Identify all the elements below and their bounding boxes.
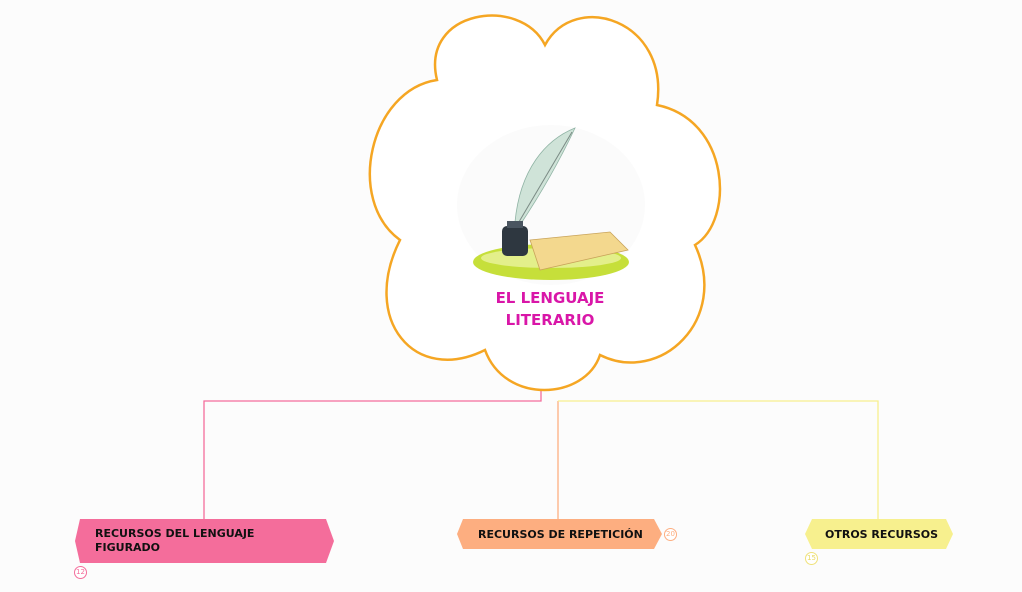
node-label: RECURSOS DE REPETICIÓN [478,527,643,541]
count-badge[interactable]: 12 [74,566,87,579]
title-line-2: LITERARIO [505,311,595,329]
node-label: OTROS RECURSOS [825,527,939,541]
count-badge[interactable]: 20 [664,528,677,541]
node-label-line-1: RECURSOS DEL LENGUAJE [95,527,255,540]
connector-lines [203,390,879,519]
title-line-1: EL LENGUAJE [495,289,605,307]
node-recursos-repeticion[interactable]: RECURSOS DE REPETICIÓN [457,519,662,549]
node-label-line-2: FIGURADO [95,541,161,554]
inkwell-quill-image [457,125,645,285]
central-topic-title[interactable]: EL LENGUAJE LITERARIO [450,287,650,331]
node-otros-recursos[interactable]: OTROS RECURSOS [805,519,953,549]
count-badge[interactable]: 15 [805,552,818,565]
